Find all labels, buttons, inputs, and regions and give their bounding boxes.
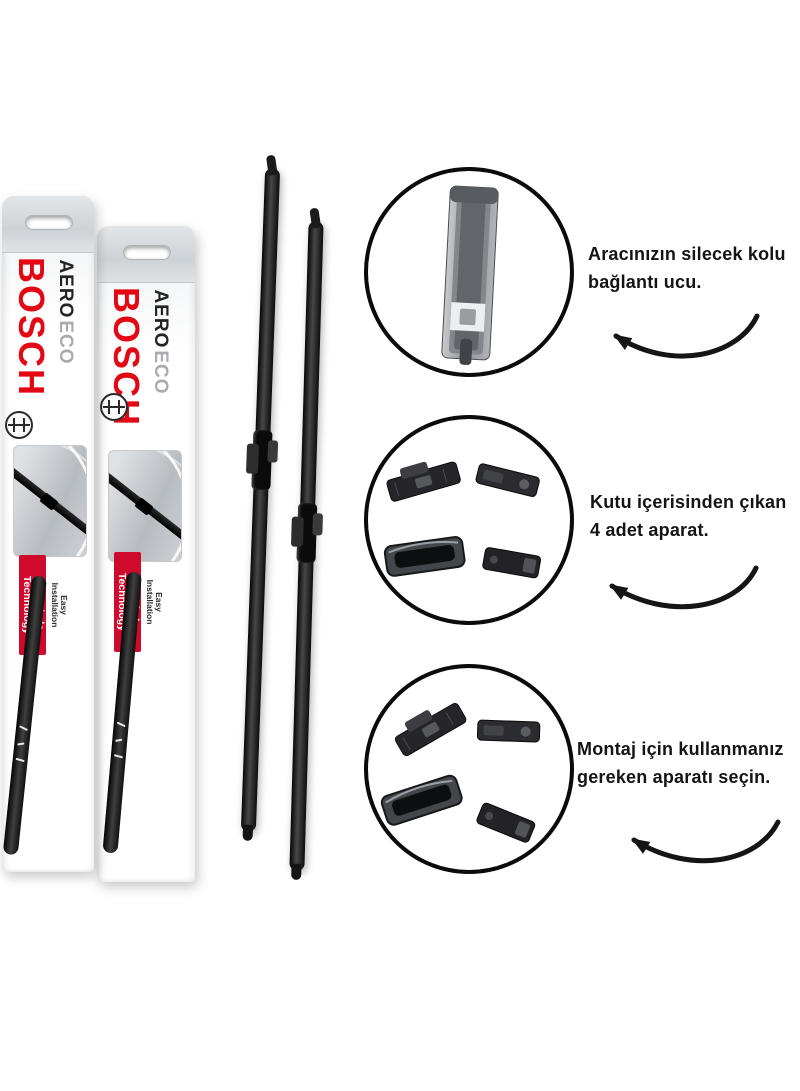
bosch-armature-icon	[4, 410, 34, 440]
annotation-line: 4 adet aparat.	[590, 519, 709, 540]
curved-arrow-icon	[613, 313, 760, 359]
annotation-line: Montaj için kullanmanız	[577, 739, 784, 759]
wiper-package-right: BOSCH AEROECO Flat BladeTechnology EasyI…	[97, 226, 195, 882]
annotation-line: bağlantı ucu.	[588, 271, 702, 292]
blade-connector	[245, 429, 279, 491]
eco-text: ECO	[55, 320, 76, 365]
eco-text: ECO	[150, 350, 171, 395]
hang-slot	[25, 215, 73, 230]
wiper-blade-left	[240, 154, 281, 841]
package-hang-tab	[2, 196, 94, 253]
aeroeco-logo-text: AEROECO	[54, 254, 76, 370]
easy-line-2: Installation	[145, 579, 156, 625]
blade-end-cap	[309, 207, 322, 229]
blade-end-cap	[242, 824, 254, 841]
annotation-line: Kutu içerisinden çıkan	[590, 492, 787, 512]
aeroeco-logo-text: AEROECO	[149, 284, 171, 400]
aero-text: AERO	[150, 289, 171, 349]
curved-arrow-icon	[609, 565, 759, 610]
bosch-logo-text: BOSCH	[11, 256, 52, 397]
easy-line-1: Easy	[59, 595, 69, 615]
aero-text: AERO	[55, 259, 76, 319]
curved-arrow-icon	[631, 819, 781, 864]
annotation-line: Aracınızın silecek kolu	[588, 244, 786, 264]
easy-line-2: Installation	[50, 582, 61, 628]
package-window	[108, 450, 182, 562]
detail-circle-adapters	[364, 415, 574, 625]
hang-slot	[123, 245, 171, 260]
easy-line-1: Easy	[154, 592, 164, 612]
bosch-armature-icon	[99, 392, 129, 422]
annotation-line: gereken aparatı seçin.	[577, 766, 771, 787]
detail-circle-arm-end	[364, 167, 574, 377]
wiper-blade-right	[289, 207, 324, 880]
annotation-box-contents: Kutu içerisinden çıkan 4 adet aparat.	[590, 489, 786, 545]
wiper-package-left: BOSCH AEROECO Flat BladeTechnology EasyI…	[2, 196, 94, 872]
blade-end-cap	[265, 154, 278, 176]
blade-end-cap	[291, 863, 302, 880]
annotation-select-adapter: Montaj için kullanmanız gereken aparatı …	[577, 736, 784, 792]
detail-circle-adapter-select	[364, 664, 574, 874]
package-hang-tab	[97, 226, 195, 283]
annotation-arm-end: Aracınızın silecek kolu bağlantı ucu.	[588, 241, 786, 297]
package-window	[13, 445, 87, 557]
blade-connector	[290, 502, 324, 564]
